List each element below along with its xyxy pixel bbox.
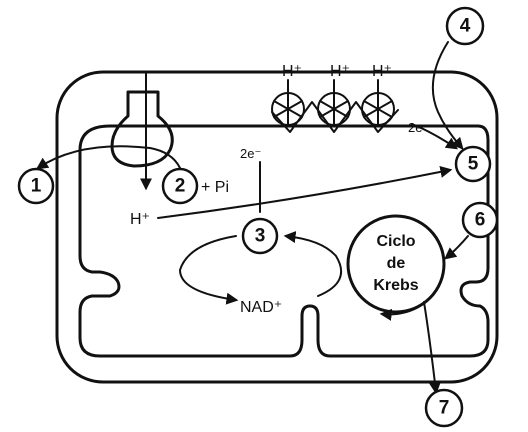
marker-3: 3 [243,219,277,253]
nad-cycle-right [286,236,341,296]
marker-7: 7 [426,390,462,426]
electron-label-1: 2e⁻ [240,146,261,161]
arrow-1-to-synthase [38,146,180,168]
h-plus-label-left: H⁺ [130,211,150,228]
h-plus-label-1: H⁺ [282,63,302,80]
svg-text:1: 1 [31,176,42,197]
arrow-6-to-krebs [446,236,468,258]
svg-text:3: 3 [255,226,266,247]
krebs-label-line3: Krebs [373,277,418,294]
marker-2: 2 [163,169,197,203]
svg-text:7: 7 [439,398,450,419]
arrow-krebs-to-7 [424,302,436,392]
nad-cycle-left [180,236,236,300]
svg-text:6: 6 [475,210,486,231]
marker-5: 5 [456,147,490,181]
marker-1: 1 [19,169,53,203]
marker-6: 6 [463,203,497,237]
arrow-4-to-5 [433,42,462,148]
svg-text:2: 2 [175,176,186,197]
atp-synthase [112,92,172,166]
h-plus-label-2: H⁺ [330,63,350,80]
krebs-label-line2: de [387,255,406,272]
protein-complex-2 [318,93,350,125]
nad-label: NAD⁺ [240,299,282,316]
svg-text:5: 5 [468,154,479,175]
svg-text:4: 4 [460,16,471,37]
marker-4: 4 [447,8,483,44]
h-plus-label-3: H⁺ [372,63,392,80]
phosphate-label: + Pi [201,179,229,196]
electron-arrow-to-5 [412,124,456,148]
krebs-label-line1: Ciclo [376,233,415,250]
